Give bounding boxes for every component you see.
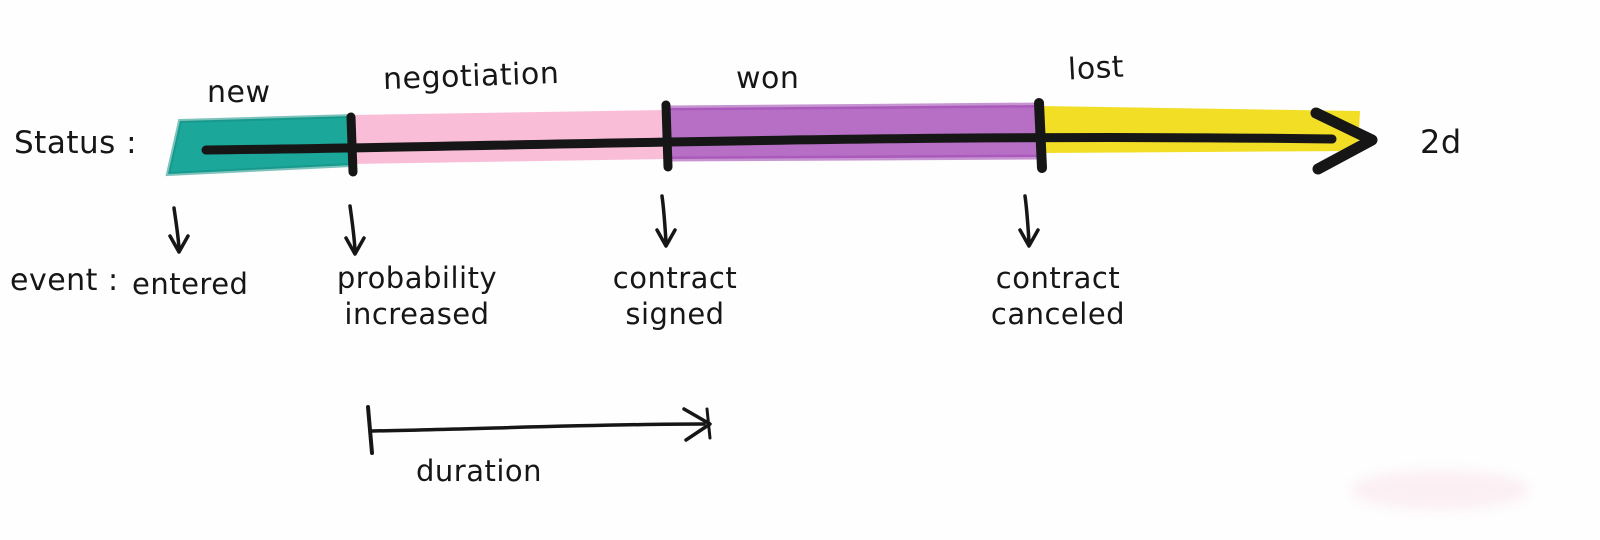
- segment-label-lost: lost: [1067, 49, 1125, 88]
- scan-smudge: [1350, 470, 1530, 510]
- down-arrow-icon-probability-increased: [344, 204, 366, 256]
- segment-label-won: won: [736, 61, 800, 96]
- down-arrow-icon-entered: [168, 206, 190, 254]
- down-arrow-icon-contract-signed: [655, 194, 677, 248]
- event-label-probability-increased: probability increased: [336, 261, 498, 332]
- status-row-label: Status :: [14, 125, 138, 161]
- event-row-label: event :: [10, 263, 119, 298]
- event-label-entered: entered: [132, 267, 249, 301]
- event-label-contract-canceled: contract canceled: [990, 261, 1126, 332]
- event-label-contract-signed: contract signed: [612, 261, 738, 332]
- tick-negotiation-won: [661, 100, 673, 172]
- tick-won-lost: [1034, 98, 1047, 173]
- duration-arrow: [366, 405, 712, 455]
- segment-label-new: new: [207, 75, 271, 110]
- timeline-end-label: 2d: [1420, 123, 1462, 161]
- segment-label-negotiation: negotiation: [382, 55, 560, 98]
- duration-label: duration: [416, 454, 543, 488]
- segment-won-highlight: [665, 102, 1045, 162]
- down-arrow-icon-contract-canceled: [1018, 194, 1040, 248]
- segment-negotiation-highlight: [352, 110, 668, 164]
- timeline-axis-arrow: [201, 133, 1337, 155]
- timeline-arrowhead-icon: [1310, 107, 1378, 175]
- tick-new-negotiation: [346, 112, 358, 177]
